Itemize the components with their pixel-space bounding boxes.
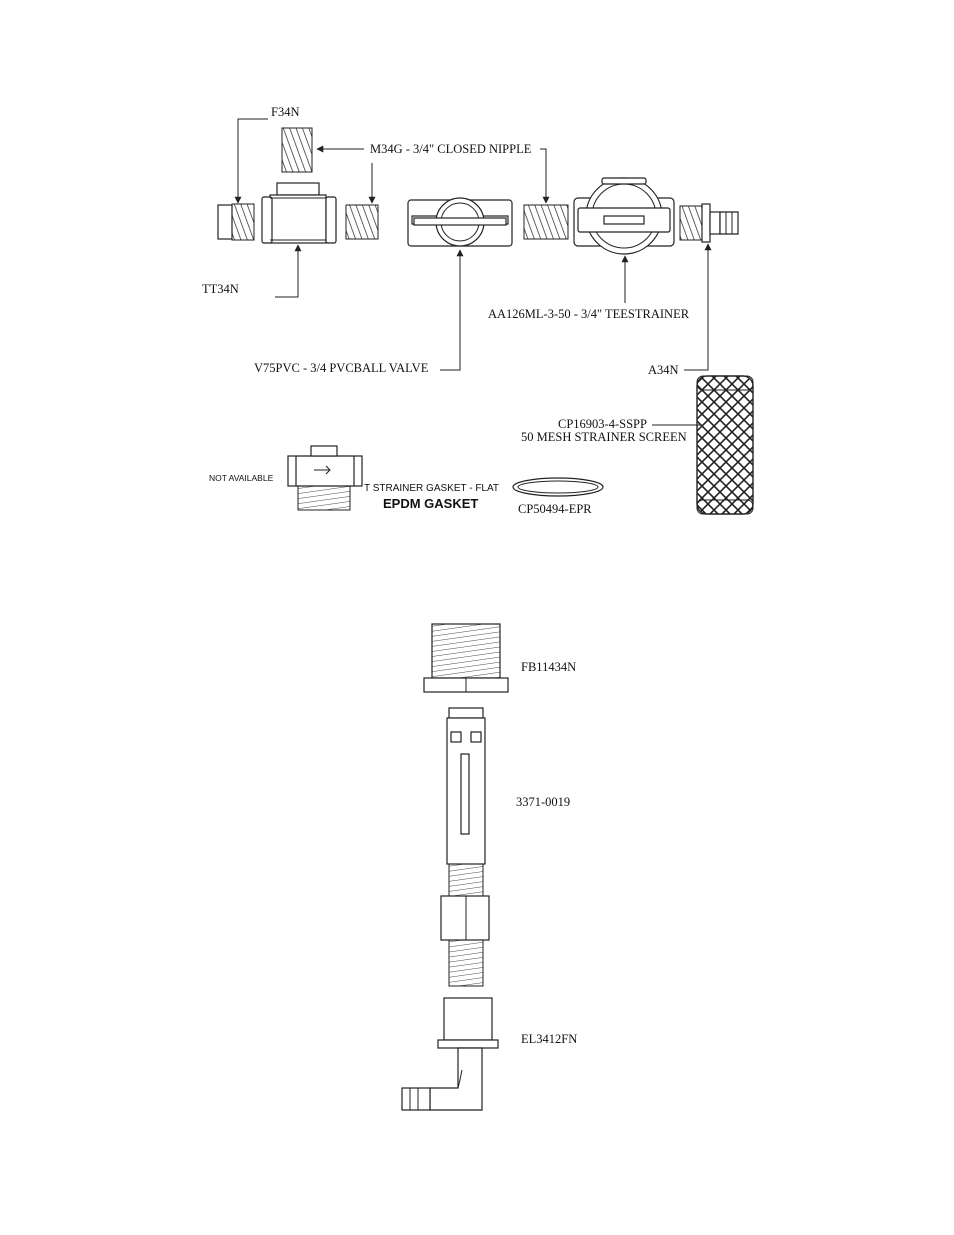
not-available-strainer-body	[288, 446, 362, 510]
label-f34n: F34N	[271, 105, 299, 119]
a34n-adapter	[680, 204, 738, 242]
leader-v75pvc	[440, 250, 460, 370]
label-v75pvc: V75PVC - 3/4 PVCBALL VALVE	[254, 361, 429, 375]
label-el3412fn: EL3412FN	[521, 1032, 577, 1046]
cp16903-strainer-screen	[697, 376, 753, 514]
label-gasket-line1: T STRAINER GASKET - FLAT	[364, 483, 499, 494]
m34g-nipple-top	[282, 128, 312, 172]
el3412fn-elbow	[402, 998, 498, 1110]
label-not-available: NOT AVAILABLE	[209, 473, 274, 483]
label-cp50494: CP50494-EPR	[518, 502, 592, 516]
label-aa126: AA126ML-3-50 - 3/4" TEESTRAINER	[488, 307, 690, 321]
label-m34g: M34G - 3/4" CLOSED NIPPLE	[370, 142, 532, 156]
label-a34n: A34N	[648, 363, 679, 377]
m34g-nipple-right	[524, 205, 568, 239]
leader-tt34n	[275, 245, 298, 297]
label-tt34n: TT34N	[202, 282, 239, 296]
leader-m34g-right	[540, 149, 546, 203]
cp50494-gasket-ring	[513, 478, 603, 496]
label-gasket-line2: EPDM GASKET	[383, 496, 478, 511]
fb11434n-fitting	[424, 624, 508, 692]
v75pvc-ball-valve	[408, 198, 512, 246]
label-3371-0019: 3371-0019	[516, 795, 570, 809]
label-fb11434n: FB11434N	[521, 660, 576, 674]
aa126ml-tee-strainer	[574, 178, 674, 254]
leader-f34n	[238, 119, 268, 203]
tt34n-tee	[262, 183, 336, 243]
m34g-nipple-left	[346, 205, 378, 239]
label-cp16903-line2: 50 MESH STRAINER SCREEN	[521, 430, 687, 444]
label-cp16903-line1: CP16903-4-SSPP	[558, 417, 647, 431]
f34n-plug	[218, 204, 254, 240]
p3371-0019-tube	[441, 708, 489, 986]
